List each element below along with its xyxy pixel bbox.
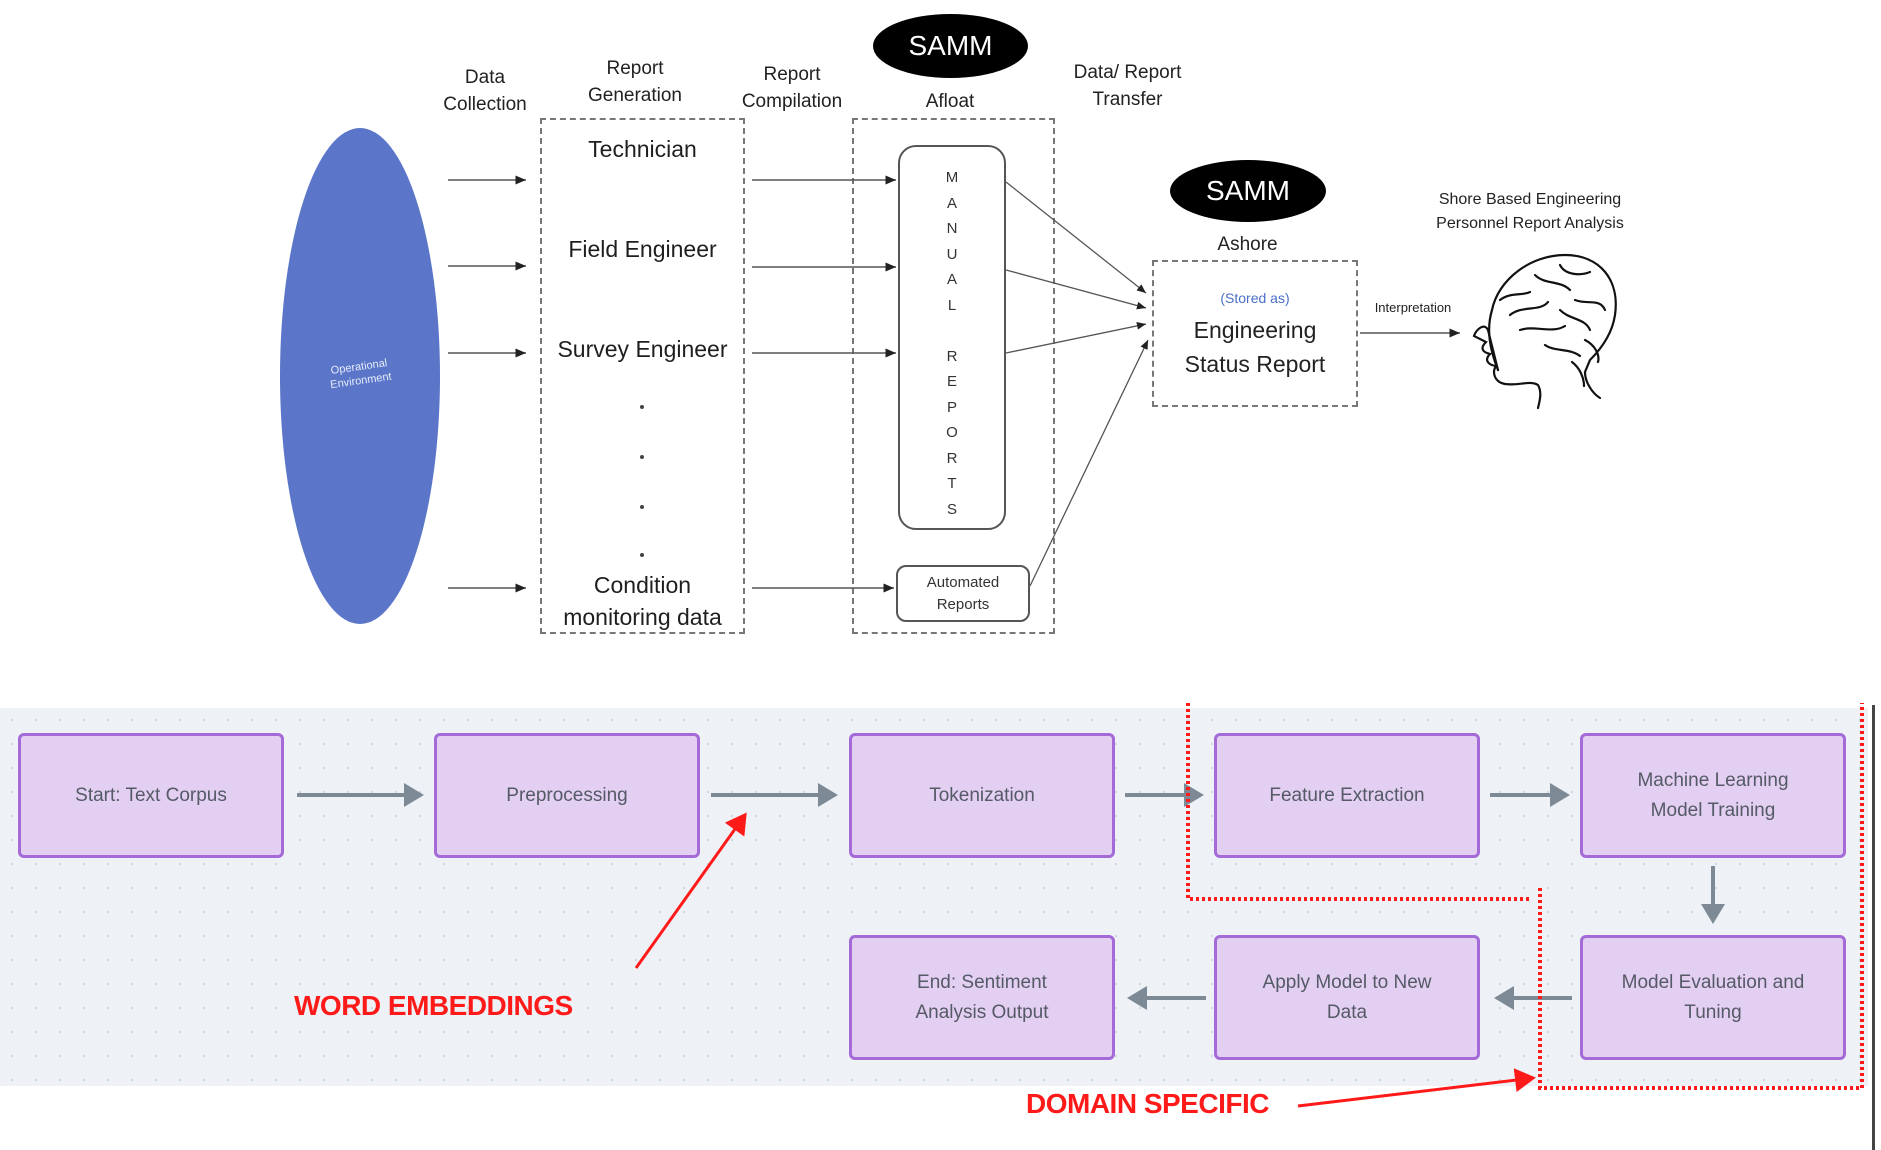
- manual-reports-letter: S: [946, 500, 957, 518]
- engineering-status-report-label: Engineering Status Report: [1184, 317, 1326, 377]
- brain-head-icon: [1472, 253, 1617, 410]
- page-edge-bar: [1872, 705, 1875, 1150]
- interpretation-label: Interpretation: [1374, 300, 1452, 315]
- samm-ashore-label: SAMM: [1206, 175, 1290, 206]
- manual-reports-letter: E: [946, 373, 957, 390]
- manual-reports-letter: R: [946, 347, 958, 365]
- header-report-compilation: Report Compilation: [741, 64, 843, 112]
- ellipsis-dot: [640, 405, 644, 409]
- manual-reports-letter: O: [946, 424, 958, 441]
- node-ml-training: Machine Learning Model Training: [1580, 733, 1846, 858]
- node-label: Preprocessing: [506, 784, 628, 806]
- node-label: Feature Extraction: [1269, 784, 1425, 806]
- header-data-collection: Data Collection: [443, 67, 527, 115]
- ellipsis-dot: [640, 505, 644, 509]
- automated-reports-box: Automated Reports: [896, 565, 1030, 622]
- node-preprocessing: Preprocessing: [434, 733, 700, 858]
- arrow-transfer-2: [1005, 269, 1147, 310]
- node-tokenization: Tokenization: [849, 733, 1115, 858]
- node-feature-extraction: Feature Extraction: [1214, 733, 1480, 858]
- role-field-engineer: Field Engineer: [568, 236, 717, 262]
- node-label: Tokenization: [929, 784, 1035, 806]
- node-model-evaluation: Model Evaluation and Tuning: [1580, 935, 1846, 1060]
- operational-environment-ellipse: Operational Environment: [280, 128, 440, 624]
- header-report-generation: Report Generation: [587, 58, 682, 106]
- afloat-box: [852, 118, 1055, 634]
- manual-reports-letter: P: [946, 398, 957, 416]
- node-label: End: Sentiment Analysis Output: [915, 971, 1049, 1023]
- node-label: Start: Text Corpus: [75, 784, 227, 806]
- role-technician: Technician: [588, 136, 697, 162]
- node-label: Machine Learning Model Training: [1637, 769, 1789, 821]
- top-connectors: [448, 175, 1617, 593]
- ellipsis-dot: [640, 455, 644, 459]
- ashore-label: Ashore: [1217, 234, 1278, 255]
- manual-reports-letter: A: [946, 194, 957, 212]
- node-end-sentiment-output: End: Sentiment Analysis Output: [849, 935, 1115, 1060]
- manual-reports-letter: N: [946, 220, 958, 237]
- engineering-status-report-box: [1152, 260, 1358, 407]
- shore-analysis-label: Shore Based Engineering Personnel Report…: [1436, 191, 1624, 232]
- arrow-transfer-1: [1005, 181, 1147, 294]
- role-survey-engineer: Survey Engineer: [557, 336, 728, 362]
- node-label: Apply Model to New Data: [1262, 971, 1432, 1023]
- header-data-report-transfer: Data/ Report Transfer: [1073, 62, 1182, 110]
- report-generation-box: [540, 118, 745, 634]
- node-start-text-corpus: Start: Text Corpus: [18, 733, 284, 858]
- word-embeddings-label: WORD EMBEDDINGS: [294, 990, 573, 1021]
- ellipsis-dot: [640, 553, 644, 557]
- domain-specific-label: DOMAIN SPECIFIC: [1026, 1088, 1269, 1119]
- manual-reports-letter: A: [946, 271, 957, 288]
- automated-reports-label: Automated Reports: [926, 573, 1000, 613]
- samm-afloat-badge: SAMM: [873, 14, 1028, 78]
- arrow-transfer-4: [1029, 339, 1149, 587]
- manual-reports-letter: M: [945, 169, 959, 186]
- samm-afloat-label: SAMM: [908, 30, 993, 61]
- node-label: Model Evaluation and Tuning: [1621, 971, 1805, 1023]
- role-condition-monitoring: Condition monitoring data: [563, 572, 722, 630]
- stored-as-label: (Stored as): [1220, 290, 1290, 306]
- manual-reports-letter: U: [946, 245, 958, 263]
- manual-reports-letter: R: [946, 449, 958, 467]
- samm-ashore-badge: SAMM: [1170, 160, 1326, 222]
- header-afloat: Afloat: [925, 91, 975, 112]
- node-apply-model: Apply Model to New Data: [1214, 935, 1480, 1060]
- arrow-transfer-3: [1005, 322, 1147, 354]
- manual-reports-letter: T: [947, 475, 957, 492]
- manual-reports-letter: L: [947, 296, 957, 314]
